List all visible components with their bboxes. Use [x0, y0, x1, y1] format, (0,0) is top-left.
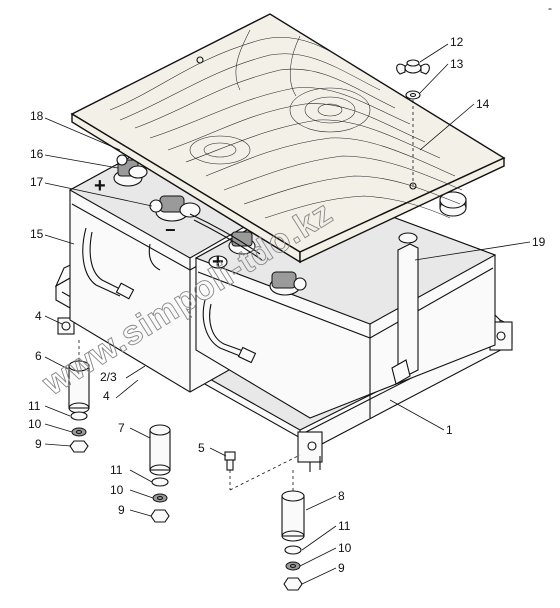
spacer-stack-left — [68, 360, 90, 453]
wooden-cover — [70, 13, 506, 264]
callout-15: 15 — [30, 227, 44, 241]
callout-19: 19 — [532, 235, 546, 249]
callout-4-upper: 4 — [35, 309, 42, 323]
plus-sign-right: + — [212, 251, 224, 273]
leader-lines — [44, 43, 531, 585]
callout-12: 12 — [450, 35, 464, 49]
callout-6: 6 — [35, 349, 42, 363]
callout-11-left: 11 — [28, 399, 41, 413]
callout-13: 13 — [450, 57, 464, 71]
callout-14: 14 — [476, 97, 490, 111]
callout-17: 17 — [30, 175, 44, 189]
corner-mark: - — [548, 1, 552, 15]
spacer-stack-middle — [149, 424, 171, 523]
minus-sign-left: − — [165, 220, 176, 240]
callout-4-lower: 4 — [103, 389, 110, 403]
callout-5: 5 — [198, 441, 205, 455]
callout-9-left: 9 — [35, 437, 42, 451]
callout-1: 1 — [446, 423, 453, 437]
bolt-5 — [224, 451, 301, 491]
callout-7: 7 — [118, 421, 125, 435]
callout-10-left: 10 — [28, 417, 42, 431]
callout-10-right: 10 — [338, 541, 352, 555]
callout-16: 16 — [30, 147, 44, 161]
callout-18: 18 — [30, 109, 44, 123]
callout-2-3: 2/3 — [100, 370, 117, 384]
plus-sign-left: + — [94, 175, 106, 197]
callout-8: 8 — [338, 489, 345, 503]
terminals — [113, 154, 467, 296]
callout-10-middle: 10 — [110, 483, 124, 497]
spacer-stack-right — [281, 490, 305, 591]
callout-11-right: 11 — [338, 519, 351, 533]
callout-11-middle: 11 — [110, 463, 123, 477]
callout-9-middle: 9 — [118, 503, 125, 517]
washer-top — [405, 90, 421, 100]
wing-nut — [396, 59, 430, 75]
callout-labels: 12 13 14 18 16 17 15 19 4 6 2/3 4 1 11 1… — [28, 1, 552, 575]
callout-9-right: 9 — [338, 561, 345, 575]
